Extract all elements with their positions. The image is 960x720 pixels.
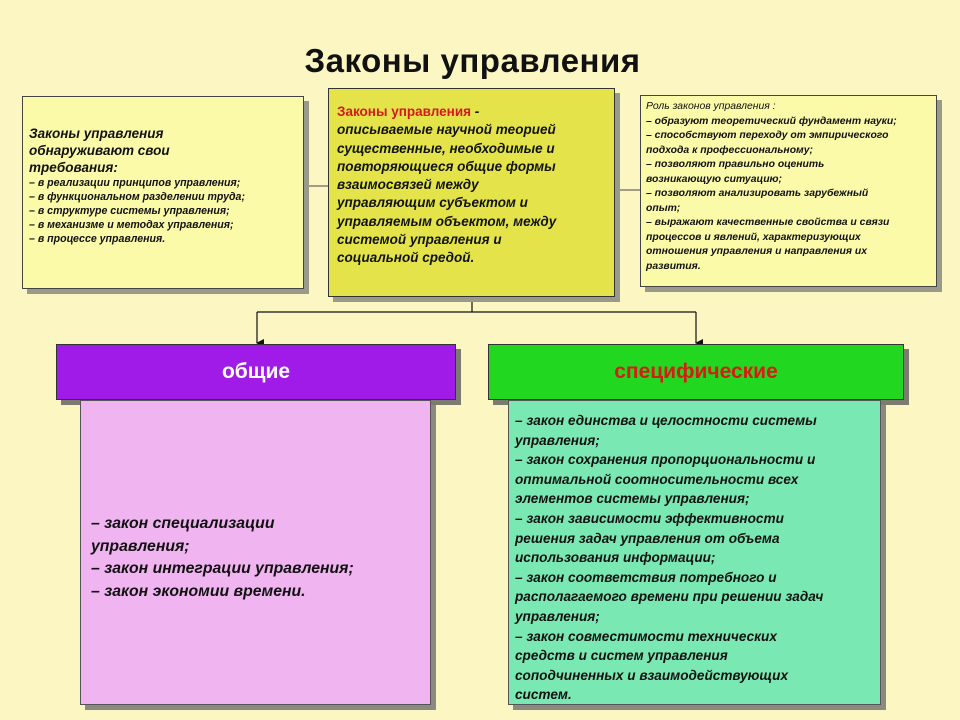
list-item: – позволяют правильно оценить [646,159,825,170]
list-item: – выражают качественные свойства и связи [646,217,890,228]
definition-line: повторяющиеся общие формы [337,158,556,174]
definition-first-line: Законы управления - [337,104,480,119]
requirements-box: Законы управления обнаруживают свои треб… [22,96,304,289]
list-item: – в механизме и методах управления; [29,219,234,231]
list-item: использования информации; [515,550,716,566]
role-heading: Роль законов управления : [646,101,776,112]
definition-line: взаимосвязей между [337,177,479,193]
requirements-lead: Законы управления обнаруживают свои треб… [29,125,297,176]
definition-highlight: Законы управления [337,104,471,119]
page-title: Законы управления [304,42,641,79]
list-item: располагаемого времени при решении задач [515,589,824,605]
list-item: – в процессе управления. [29,233,166,245]
list-item: – закон специализации [91,515,275,532]
definition-line: описываемые научной теорией [337,122,556,138]
specific-laws-panel: – закон единства и целостности системы у… [508,400,881,705]
requirements-lead-line: Законы управления [29,126,164,141]
definition-line: управляемым объектом, между [337,213,557,229]
list-item: – в реализации принципов управления; [29,177,241,189]
list-item: – в функциональном разделении труда; [29,191,245,203]
list-item: управления; [91,537,190,555]
definition-line: существенные, необходимые и [337,140,555,156]
list-item: соподчиненных и взаимодействующих [515,667,789,683]
list-item: – закон сохранения пропорциональности и [515,452,816,468]
list-item: опыт; [646,202,681,214]
requirements-list: – в реализации принципов управления; – в… [29,176,297,246]
general-laws-header: общие [56,344,456,400]
list-item: средств и систем управления [515,648,728,664]
list-item: – закон экономии времени. [91,582,306,600]
definition-line: социальной средой. [337,250,475,266]
list-item: – закон интеграции управления; [91,560,354,577]
list-item: – образуют теоретический фундамент науки… [646,115,897,127]
specific-laws-header: специфические [488,344,904,400]
list-item: развития. [646,260,701,272]
list-item: оптимальной соотносительности всех [515,471,799,487]
requirements-lead-line: обнаруживают свои [29,143,170,158]
list-item: процессов и явлений, характеризующих [646,231,861,243]
list-item: – способствуют переходу от эмпирического [646,130,889,141]
list-item: – закон совместимости технических [515,628,777,644]
list-item: управления; [515,608,600,624]
list-item: управления; [515,432,600,448]
definition-line: управляющим субъектом и [337,195,528,211]
list-item: – позволяют анализировать зарубежный [646,188,869,199]
requirements-lead-line: требования: [29,160,118,175]
list-item: элементов системы управления; [515,491,750,507]
list-item: систем. [515,687,572,703]
list-item: – закон зависимости эффективности [515,510,784,526]
list-item: – в структуре системы управления; [29,205,230,217]
list-item: возникающую ситуацию; [646,173,782,185]
role-box: Роль законов управления : – образуют тео… [640,95,937,287]
definition-line: системой управления и [337,232,502,248]
definition-box: Законы управления - описываемые научной … [328,88,615,297]
list-item: подхода к профессиональному; [646,144,813,156]
list-item: – закон соответствия потребного и [515,569,777,585]
list-item: отношения управления и направления их [646,246,868,257]
list-item: решения задач управления от объема [515,530,780,546]
list-item: – закон единства и целостности системы [515,413,817,428]
general-laws-panel: – закон специализации управления; – зако… [80,400,431,705]
